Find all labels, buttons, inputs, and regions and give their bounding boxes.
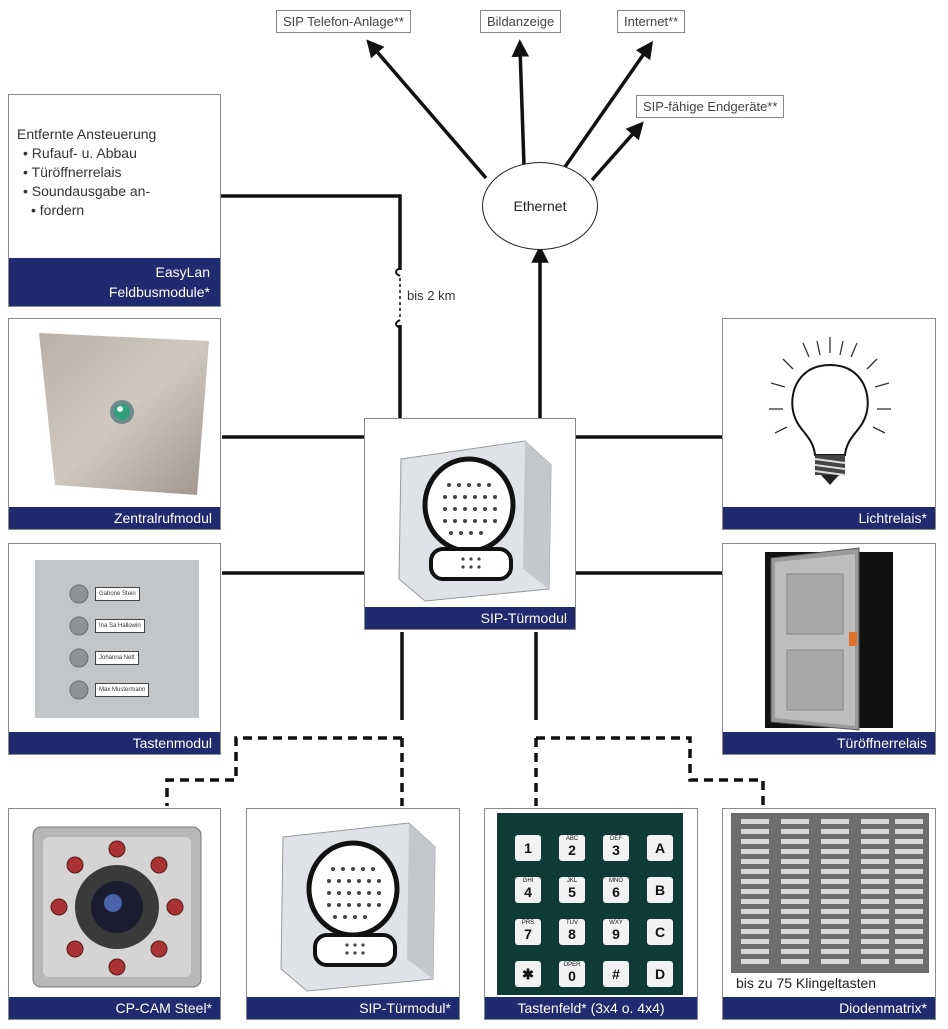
keypad-key-letters: JKL	[566, 878, 578, 884]
keypad-key-letters: ABC	[565, 836, 579, 842]
tueroeffner-box: Türöffnerrelais	[722, 543, 936, 755]
keypad-key-symbol: 1	[524, 840, 532, 856]
keypad-key-symbol: D	[654, 966, 666, 982]
arrow-to-sip-telefon	[366, 39, 488, 180]
sip-center-image	[398, 440, 552, 602]
keypad-key-symbol: 2	[568, 842, 576, 858]
feldbus-item: Soundausgabe an-	[23, 182, 156, 201]
keypad-key: A	[647, 835, 673, 861]
keypad-key: #	[603, 961, 629, 987]
keypad-key-letters: GHI	[522, 878, 534, 884]
keypad-key: ✱	[515, 961, 541, 987]
arrow-to-bildanzeige	[511, 39, 530, 167]
tastenmodul-name: Ina Sa Hallowin	[95, 619, 145, 633]
distance-note: bis 2 km	[407, 288, 456, 303]
keypad-key-symbol: 0	[568, 968, 576, 984]
feldbus-description: Entfernte Ansteuerung Rufauf- u. Abbau T…	[17, 125, 156, 220]
keypad-key: 1	[515, 835, 541, 861]
dash-to-cam	[165, 736, 402, 806]
tastenmodul-name: Max Mustermann	[95, 683, 150, 697]
arrow-to-internet	[558, 40, 654, 176]
tastenfeld-caption: Tastenfeld* (3x4 o. 4x4)	[485, 997, 697, 1019]
keypad-key-letters: TUV	[566, 920, 578, 926]
sip-center-box: SIP-Türmodul	[364, 418, 576, 630]
keypad-key-symbol: B	[654, 882, 666, 898]
feldbus-item: Rufauf- u. Abbau	[23, 144, 156, 163]
lichtrelais-box: Lichtrelais*	[722, 318, 936, 530]
keypad-key-symbol: ✱	[522, 966, 534, 982]
tastenmodul-plate-image	[35, 560, 199, 718]
sip-bottom-image	[280, 822, 436, 992]
door-icon	[765, 547, 893, 731]
keypad-key-symbol: 4	[524, 884, 532, 900]
camera-image	[32, 826, 202, 988]
tueroeffner-caption: Türöffnerrelais	[723, 732, 935, 754]
diodenmatrix-panel-image	[731, 813, 929, 973]
tastenmodul-caption: Tastenmodul	[9, 732, 220, 754]
arrow-to-sip-endgeraete	[590, 121, 644, 182]
feldbus-item: Türöffnerrelais	[23, 163, 156, 182]
lichtrelais-caption: Lichtrelais*	[723, 507, 935, 529]
dash-to-diodenmatrix	[536, 736, 765, 806]
line-feldbus	[220, 194, 402, 418]
tag-sip-endgeraete: SIP-fähige Endgeräte**	[636, 95, 785, 118]
diodenmatrix-note: bis zu 75 Klingeltasten	[733, 975, 880, 991]
feldbus-caption: EasyLan Feldbusmodule*	[9, 258, 220, 306]
feldbus-caption-line1: EasyLan	[155, 264, 210, 280]
feldbus-caption-line2: Feldbusmodule*	[108, 284, 210, 300]
zentralruf-caption: Zentralrufmodul	[9, 507, 220, 529]
sip-center-caption: SIP-Türmodul	[365, 607, 575, 629]
zentralruf-box: Zentralrufmodul	[8, 318, 221, 530]
keypad-key-letters: MNO	[609, 878, 623, 884]
keypad-key-symbol: #	[612, 966, 620, 982]
tag-internet: Internet**	[617, 10, 686, 33]
feldbus-box: Entfernte Ansteuerung Rufauf- u. Abbau T…	[8, 94, 221, 307]
keypad-key-symbol: C	[654, 924, 666, 940]
keypad-key-symbol: 7	[524, 926, 532, 942]
cam-box: CP-CAM Steel*	[8, 808, 221, 1020]
keypad-key-symbol: A	[654, 840, 666, 856]
keypad-key-symbol: 9	[612, 926, 620, 942]
zentralruf-plate-image	[39, 333, 209, 495]
keypad-key: D	[647, 961, 673, 987]
diodenmatrix-box: bis zu 75 Klingeltasten Diodenmatrix*	[722, 808, 936, 1020]
feldbus-item: fordern	[23, 201, 156, 220]
keypad-key-letters: WXY	[609, 920, 623, 926]
ethernet-node: Ethernet	[482, 162, 598, 250]
cam-caption: CP-CAM Steel*	[9, 997, 220, 1019]
keypad-key: B	[647, 877, 673, 903]
tag-sip-telefon: SIP Telefon-Anlage**	[276, 10, 411, 33]
keypad-key-symbol: 5	[568, 884, 576, 900]
light-bulb-icon	[769, 337, 891, 485]
keypad-key: C	[647, 919, 673, 945]
sip-bottom-caption: SIP-Türmodul*	[247, 997, 459, 1019]
keypad-key-letters: PRS	[521, 920, 535, 926]
keypad-key-symbol: 3	[612, 842, 620, 858]
feldbus-heading: Entfernte Ansteuerung	[17, 126, 157, 142]
keypad-key-letters: DEF	[610, 836, 622, 842]
sip-bottom-box: SIP-Türmodul*	[246, 808, 460, 1020]
tastenmodul-name: Johanna Nett	[95, 651, 139, 665]
keypad-key-symbol: 8	[568, 926, 576, 942]
keypad-key-symbol: 6	[612, 884, 620, 900]
tastenmodul-name: Gabone Stein	[95, 587, 140, 601]
keypad-key-letters: OPER	[563, 962, 581, 968]
ethernet-label: Ethernet	[513, 198, 567, 214]
tastenmodul-box: Gabone Stein Ina Sa Hallowin Johanna Net…	[8, 543, 221, 755]
tag-bildanzeige: Bildanzeige	[480, 10, 562, 33]
diodenmatrix-caption: Diodenmatrix*	[723, 997, 935, 1019]
